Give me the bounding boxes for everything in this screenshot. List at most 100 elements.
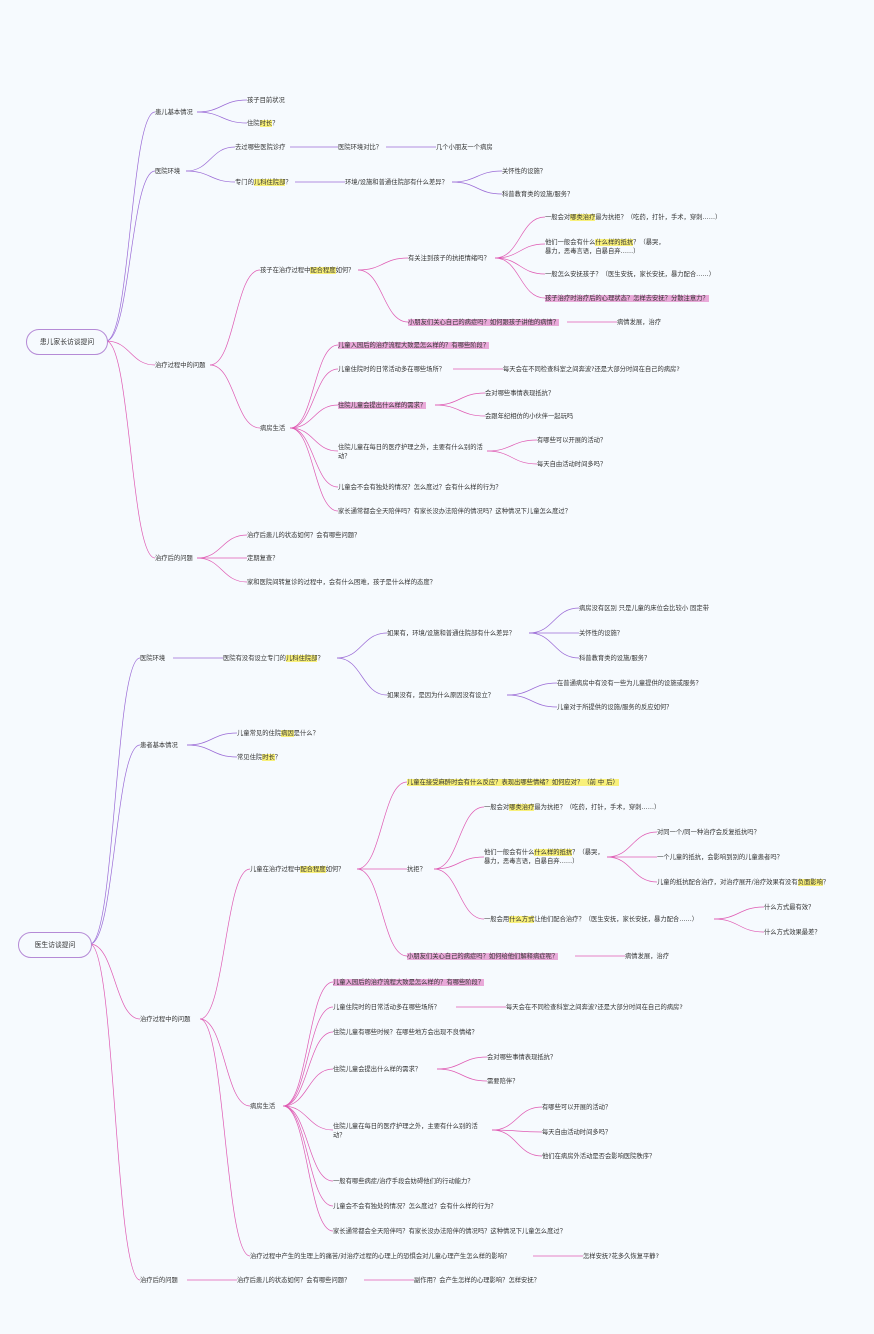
- node-if-no[interactable]: 如果没有，是因为什么原因没有设立？: [387, 692, 495, 699]
- connector-line: [491, 1106, 543, 1131]
- node-doc-disease-progress[interactable]: 病情发展，治疗: [625, 953, 670, 960]
- node-calm-down[interactable]: 怎样安抚?花多久恢复平静?: [583, 1253, 659, 1260]
- node-resistance[interactable]: 抗拒？: [407, 866, 426, 873]
- node-patient-basic[interactable]: 患儿基本情况: [155, 109, 193, 116]
- node-doc-treatment-issues[interactable]: 治疗过程中的问题: [140, 1016, 191, 1023]
- connector-line: [199, 1018, 251, 1107]
- connector-line: [433, 806, 485, 870]
- node-post-state[interactable]: 治疗后患儿的状态如何？会有哪些问题？: [247, 532, 361, 539]
- node-free-time[interactable]: 每天自由活动时间多吗？: [537, 461, 607, 468]
- highlight-text: 时长: [259, 120, 273, 127]
- node-env-compare[interactable]: 医院环境对比？: [338, 144, 383, 151]
- node-soothe-methods[interactable]: 一般怎么安抚孩子？（医生安抚，家长安抚，暴力配合……）: [545, 271, 716, 278]
- node-edu-facilities[interactable]: 科普教育类的设施/服务？: [502, 191, 574, 198]
- node-other-activities[interactable]: 住院儿童在每日的医疗护理之外，主要有什么别的活动？: [338, 444, 483, 460]
- node-doc-hospital-env[interactable]: 医院环境: [140, 655, 166, 662]
- node-care-facilities[interactable]: 关怀性的设施？: [502, 168, 547, 175]
- connector-line: [433, 868, 485, 920]
- connector-line: [491, 1129, 543, 1133]
- node-kids-per-room[interactable]: 几个小朋友一个病房: [436, 144, 493, 151]
- node-bad-emotion[interactable]: 住院儿童有哪些时候？在哪些地方会出现不良情绪？: [333, 1029, 478, 1036]
- node-ward-life[interactable]: 病房生活: [260, 425, 286, 432]
- node-child-needs[interactable]: 住院儿童会提出什么样的需求？: [338, 401, 427, 410]
- node-common-causes[interactable]: 儿童常见的住院病因是什么？: [237, 729, 319, 738]
- node-doc-alone[interactable]: 儿童会不会有独处的情况？怎么度过？会有什么样的行为？: [333, 1203, 497, 1210]
- node-need-company[interactable]: 需要陪伴？: [487, 1078, 519, 1085]
- connector-line: [89, 657, 141, 945]
- node-most-effective[interactable]: 什么方式最有效？: [764, 904, 815, 911]
- node-after-treatment[interactable]: 治疗后的问题: [155, 555, 193, 562]
- node-daily-places[interactable]: 儿童住院时的日常活动多在哪些场所？: [338, 366, 446, 373]
- connector-line: [282, 1031, 334, 1107]
- node-treatment-issues[interactable]: 治疗过程中的问题: [155, 362, 206, 369]
- node-doc-care-facilities[interactable]: 关怀性的设施？: [579, 630, 624, 637]
- node-doc-after-treatment[interactable]: 治疗后的问题: [140, 1277, 178, 1284]
- node-disease-progress[interactable]: 病情发展，治疗: [617, 319, 662, 326]
- root-parent-interview[interactable]: 患儿家长访谈提问: [26, 329, 108, 355]
- node-doc-cooperation[interactable]: 儿童在治疗过程中配合程度如何？: [250, 865, 344, 874]
- node-pain-fear[interactable]: 治疗过程中产生的生理上的痛苦/对治疗过程的心理上的恐惧会对儿童心理产生怎么样的影…: [250, 1253, 511, 1260]
- node-dept-shuttle[interactable]: 每天会在不同检查科室之间奔波?还是大部分时间在自己的病房?: [503, 366, 680, 373]
- node-care-about-disease[interactable]: 小朋友们关心自己的病症吗？如何跟孩子讲他的病情？: [408, 318, 560, 327]
- node-child-status[interactable]: 孩子目前状况: [247, 97, 285, 104]
- node-doc-dept-shuttle[interactable]: 每天会在不同检查科室之间奔波?还是大部分时间在自己的病房?: [506, 1004, 683, 1011]
- node-ward-no-diff[interactable]: 病房没有区别 只是儿童的床位会比较小 固定带: [579, 605, 709, 612]
- node-stay-length[interactable]: 住院时长？: [247, 119, 278, 128]
- node-play-peers[interactable]: 会跟年纪相仿的小伙伴一起玩吗: [485, 413, 574, 420]
- node-possible-activities[interactable]: 有哪些可以开展的活动？: [537, 437, 607, 444]
- node-cooperation[interactable]: 孩子在治疗过程中配合程度如何？: [260, 266, 354, 275]
- node-doc-care-disease[interactable]: 小朋友们关心自己的病症吗？如何给他们解释病症呢？: [407, 952, 559, 961]
- node-doc-possible-activities[interactable]: 有哪些可以开展的活动？: [542, 1104, 612, 1111]
- root-doctor-interview[interactable]: 医生访谈提问: [18, 932, 92, 958]
- node-pediatric-ward[interactable]: 专门的儿科住院部？: [235, 178, 292, 187]
- node-doc-daily-places[interactable]: 儿童住院时的日常活动多在哪些场所？: [333, 1004, 441, 1011]
- node-most-resisted[interactable]: 一般会对哪类治疗最为抗拒？（吃药，打针，手术，穿刺……）: [545, 213, 721, 222]
- text: 最为抗拒？（吃药，打针，手术，穿刺……）: [534, 804, 661, 811]
- text: ？（暴哭，暴力，恶毒言语，自暴自弃……）: [484, 849, 604, 865]
- node-repeat-resist[interactable]: 对同一个/同一种治疗会反复抵抗吗？: [657, 829, 760, 836]
- node-hospitals-visited[interactable]: 去过哪些医院诊疗: [235, 144, 286, 151]
- node-doc-patient-basic[interactable]: 患者基本情况: [140, 742, 178, 749]
- node-if-yes[interactable]: 如果有，环境/设施和普通住院部有什么差异？: [387, 630, 516, 637]
- node-common-stay[interactable]: 常见住院时长？: [237, 753, 281, 762]
- node-outside-order[interactable]: 他们在病房外活动是否会影响医院秩序？: [542, 1153, 656, 1160]
- node-psych-state[interactable]: 孩子治疗时治疗后的心理状态？怎样去安抚？分散注意力？: [545, 294, 709, 303]
- connector-line: [289, 368, 339, 429]
- node-anesthesia[interactable]: 儿童在接受麻醉时会有什么反应？表现出哪些情绪？如何应对？（前 中 后）: [407, 778, 619, 787]
- node-checkup[interactable]: 定期复查？: [247, 555, 279, 562]
- node-doc-other-activities[interactable]: 住院儿童在每日的医疗护理之外，主要有什么别的活动？: [333, 1123, 478, 1139]
- node-side-effects[interactable]: 副作用？会产生怎样的心理影响？怎样安抚？: [414, 1277, 540, 1284]
- text: 最为抗拒？（吃药，打针，手术，穿刺……）: [595, 214, 722, 221]
- node-methods-cooperate[interactable]: 一般会用什么方式让他们配合治疗？（医生安抚，家长安抚，暴力配合……）: [484, 915, 698, 924]
- node-doc-parent-company[interactable]: 家长通常都会全天陪伴吗？有家长没办法陪伴的情况吗？这种情况下儿童怎么度过？: [333, 1228, 566, 1235]
- text: 如何？: [335, 267, 355, 274]
- node-doc-most-resisted[interactable]: 一般会对哪类治疗最为抗拒？（吃药，打针，手术，穿刺……）: [484, 803, 660, 812]
- node-doc-pediatric-ward[interactable]: 医院有没有设立专门的儿科住院部？: [223, 654, 324, 663]
- node-facility-diff[interactable]: 环境/设施和普通住院部有什么差异？: [345, 179, 448, 186]
- node-doc-free-time[interactable]: 每天自由活动时间多吗？: [542, 1129, 612, 1136]
- node-negative-impact[interactable]: 儿童的抵抗配合治疗，对治疗展开/治疗效果有没有负面影响？: [657, 878, 829, 887]
- node-mobility[interactable]: 一般有哪些病症/治疗手段会妨碍他们的行动能力？: [333, 1178, 474, 1185]
- node-least-effective[interactable]: 什么方式效果最差？: [764, 929, 821, 936]
- node-parent-company[interactable]: 家长通常都会全天陪伴吗？有家长没办法陪伴的情况吗？这种情况下儿童怎么度过？: [338, 508, 571, 515]
- connector-line: [185, 146, 236, 172]
- node-resist-things[interactable]: 会对哪些事情表现抵抗？: [485, 390, 555, 397]
- node-general-ward-services[interactable]: 在普通病房中有没有一些为儿童提供的设施或服务？: [557, 680, 702, 687]
- node-doc-ward-life[interactable]: 病房生活: [250, 1103, 276, 1110]
- node-alone[interactable]: 儿童会不会有独处的情况？怎么度过？会有什么样的行为？: [338, 484, 502, 491]
- node-transfer-difficulty[interactable]: 家和医院间转复诊的过程中，会有什么困难，孩子是什么样的态度？: [247, 579, 436, 586]
- node-resistance-emotion[interactable]: 有关注到孩子的抗拒情绪吗？: [408, 255, 490, 262]
- node-hospital-env[interactable]: 医院环境: [155, 168, 181, 175]
- node-affect-others[interactable]: 一个儿童的抵抗，会影响到别的儿童患者吗？: [657, 854, 783, 861]
- node-doc-post-state[interactable]: 治疗后患儿的状态如何？会有哪些问题？: [237, 1277, 351, 1284]
- node-admission-flow[interactable]: 儿童入园后的治疗流程大致是怎么样的？有哪些阶段？: [338, 341, 490, 350]
- node-service-reaction[interactable]: 儿童对于所提供的设施/服务的反应如何？: [557, 704, 673, 711]
- node-doc-child-needs[interactable]: 住院儿童会提出什么样的需求？: [333, 1066, 422, 1073]
- node-doc-resist-things[interactable]: 会对哪些事情表现抵抗？: [487, 1054, 557, 1061]
- node-doc-admission-flow[interactable]: 儿童入园后的治疗流程大致是怎么样的？有哪些阶段？: [333, 978, 485, 987]
- node-resist-types[interactable]: 他们一般会有什么什么样的抵抗？（暴哭，暴力，恶毒言语，自暴自弃……）: [545, 238, 665, 256]
- node-doc-edu-facilities[interactable]: 科普教育类的设施/服务？: [579, 655, 651, 662]
- node-doc-resist-types[interactable]: 他们一般会有什么什么样的抵抗？（暴哭，暴力，恶毒言语，自暴自弃……）: [484, 848, 606, 866]
- text: ？: [822, 879, 830, 886]
- connector-line: [196, 99, 248, 113]
